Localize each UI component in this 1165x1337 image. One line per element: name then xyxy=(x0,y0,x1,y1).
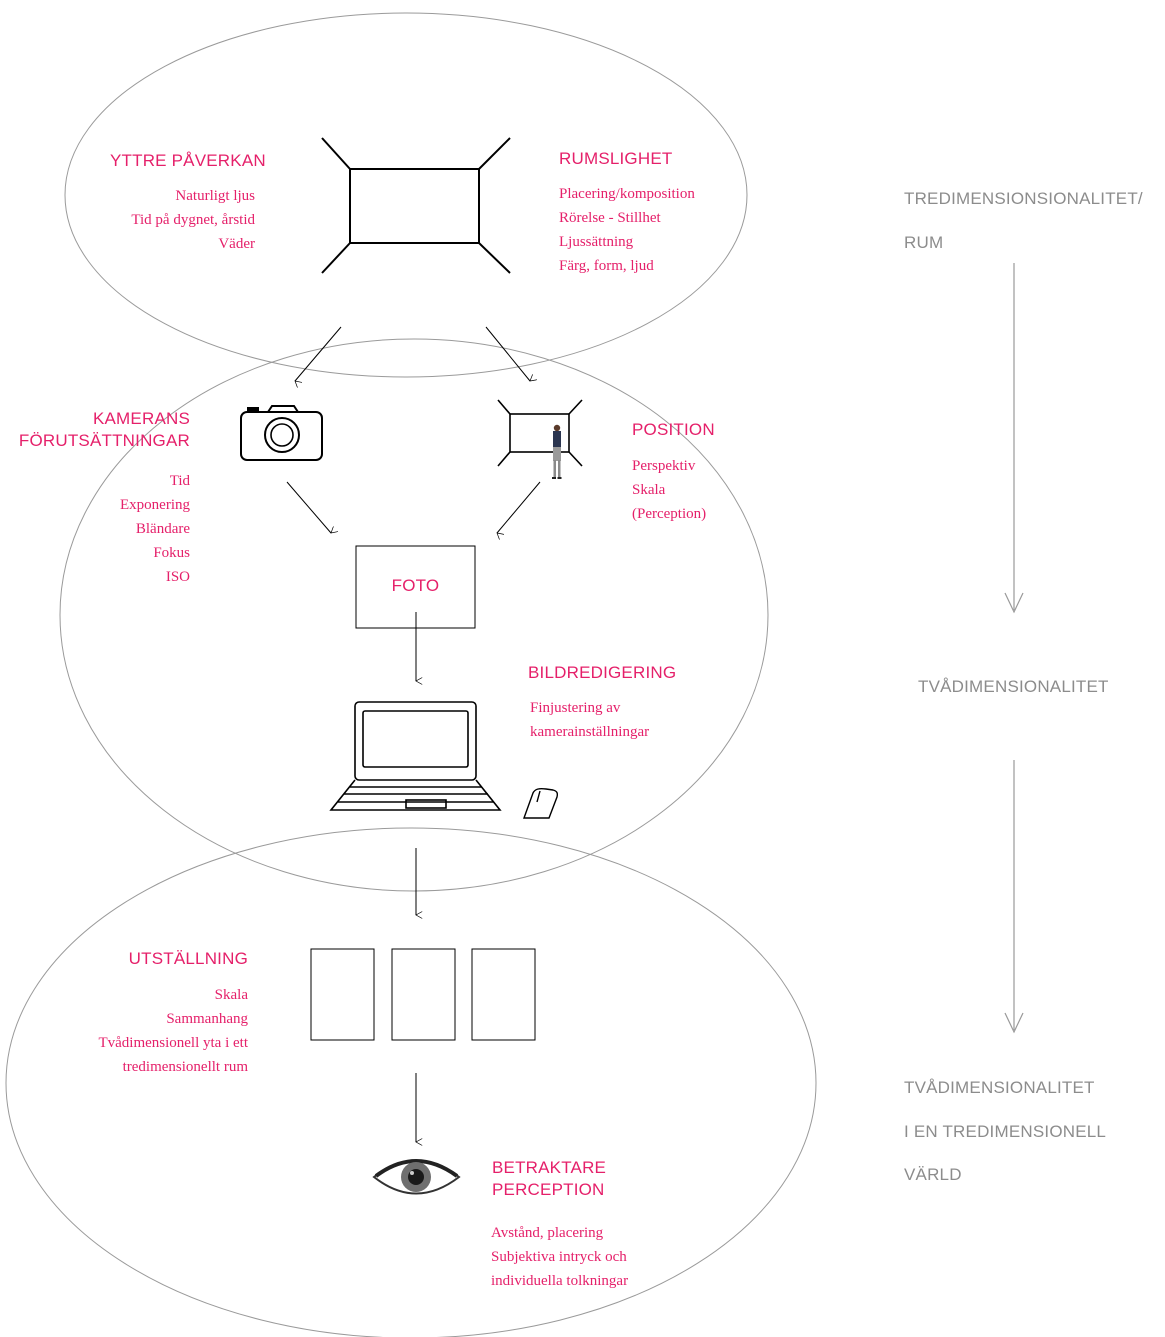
yttre-list: Naturligt ljus Tid på dygnet, årstid Väd… xyxy=(131,184,255,256)
bottom-ellipse xyxy=(5,827,817,1337)
bildredigering-item: kamerainställningar xyxy=(530,724,650,740)
laptop-icon xyxy=(329,701,502,811)
side-arrowhead-2 xyxy=(1004,1012,1024,1034)
utstallning-list: Skala Sammanhang Tvådimensionell yta i e… xyxy=(98,983,248,1079)
position-item: Perspektiv xyxy=(632,458,696,474)
exhibition-frames xyxy=(310,948,536,1041)
rumslighet-heading: RUMSLIGHET xyxy=(559,149,673,168)
yttre-item: Naturligt ljus xyxy=(175,188,255,204)
position-item: (Perception) xyxy=(632,506,707,522)
side-label-final-2: I EN TREDIMENSIONELL xyxy=(904,1122,1107,1141)
betraktare-heading-line: PERCEPTION xyxy=(492,1180,605,1199)
room-perspective-icon xyxy=(321,137,511,274)
frame-left xyxy=(310,948,375,1041)
middle-ellipse xyxy=(59,338,769,892)
arrow-position-to-foto xyxy=(497,481,541,533)
eye-icon xyxy=(372,1159,461,1195)
kamera-heading: KAMERANS FÖRUTSÄTTNINGAR xyxy=(19,408,190,452)
yttre-item: Väder xyxy=(218,236,255,252)
side-label-final-3: VÄRLD xyxy=(904,1165,962,1184)
utstallning-item: Skala xyxy=(214,987,248,1003)
side-arrowhead-1 xyxy=(1004,592,1024,614)
arrow-room-to-position xyxy=(485,326,530,381)
utstallning-item: Sammanhang xyxy=(166,1011,248,1027)
position-room-icon xyxy=(497,399,583,467)
position-heading: POSITION xyxy=(632,420,715,439)
bildredigering-heading: BILDREDIGERING xyxy=(528,663,677,682)
top-ellipse xyxy=(64,12,748,378)
side-label-tvadimensionalitet: TVÅDIMENSIONALITET xyxy=(918,677,1109,696)
frame-center xyxy=(391,948,456,1041)
camera-icon xyxy=(240,405,323,461)
kamera-heading-line: FÖRUTSÄTTNINGAR xyxy=(18,431,190,450)
yttre-heading: YTTRE PÅVERKAN xyxy=(110,151,266,170)
betraktare-heading: BETRAKTARE PERCEPTION xyxy=(492,1157,606,1201)
betraktare-item: Avstånd, placering xyxy=(491,1225,604,1241)
arrow-room-to-camera xyxy=(295,326,342,381)
utstallning-item: Tvådimensionell yta i ett xyxy=(98,1035,248,1051)
frame-right xyxy=(471,948,536,1041)
kamera-list: Tid Exponering Bländare Fokus ISO xyxy=(120,469,190,589)
betraktare-item: individuella tolkningar xyxy=(491,1273,629,1289)
bildredigering-list: Finjustering av kamerainställningar xyxy=(530,696,649,744)
rumslighet-item: Färg, form, ljud xyxy=(559,258,654,274)
position-item: Skala xyxy=(632,482,666,498)
kamera-item: Tid xyxy=(169,473,190,489)
utstallning-item: tredimensionellt rum xyxy=(122,1059,248,1075)
betraktare-item: Subjektiva intryck och xyxy=(491,1249,627,1265)
bildredigering-item: Finjustering av xyxy=(530,700,621,716)
kamera-heading-line: KAMERANS xyxy=(92,409,190,428)
betraktare-list: Avstånd, placering Subjektiva intryck oc… xyxy=(491,1221,628,1293)
yttre-item: Tid på dygnet, årstid xyxy=(131,212,255,228)
betraktare-heading-line: BETRAKTARE xyxy=(492,1158,607,1177)
side-label-final-1: TVÅDIMENSIONALITET xyxy=(904,1078,1095,1097)
rumslighet-item: Ljussättning xyxy=(559,234,634,250)
foto-label: FOTO xyxy=(391,576,440,595)
rumslighet-item: Placering/komposition xyxy=(559,186,695,202)
side-label-rum: RUM xyxy=(904,233,944,252)
side-label-tredimensionalitet: TREDIMENSIONSIONALITET/ xyxy=(904,189,1143,208)
kamera-item: Exponering xyxy=(120,497,190,513)
rumslighet-list: Placering/komposition Rörelse - Stillhet… xyxy=(559,182,695,278)
rumslighet-item: Rörelse - Stillhet xyxy=(559,210,661,226)
mouse-icon xyxy=(523,787,559,819)
kamera-item: ISO xyxy=(165,569,190,585)
arrow-camera-to-foto xyxy=(286,481,331,533)
kamera-item: Bländare xyxy=(135,521,190,537)
person-figure-icon xyxy=(552,424,562,479)
position-list: Perspektiv Skala (Perception) xyxy=(632,454,706,526)
kamera-item: Fokus xyxy=(153,545,190,561)
utstallning-heading: UTSTÄLLNING xyxy=(128,949,248,968)
